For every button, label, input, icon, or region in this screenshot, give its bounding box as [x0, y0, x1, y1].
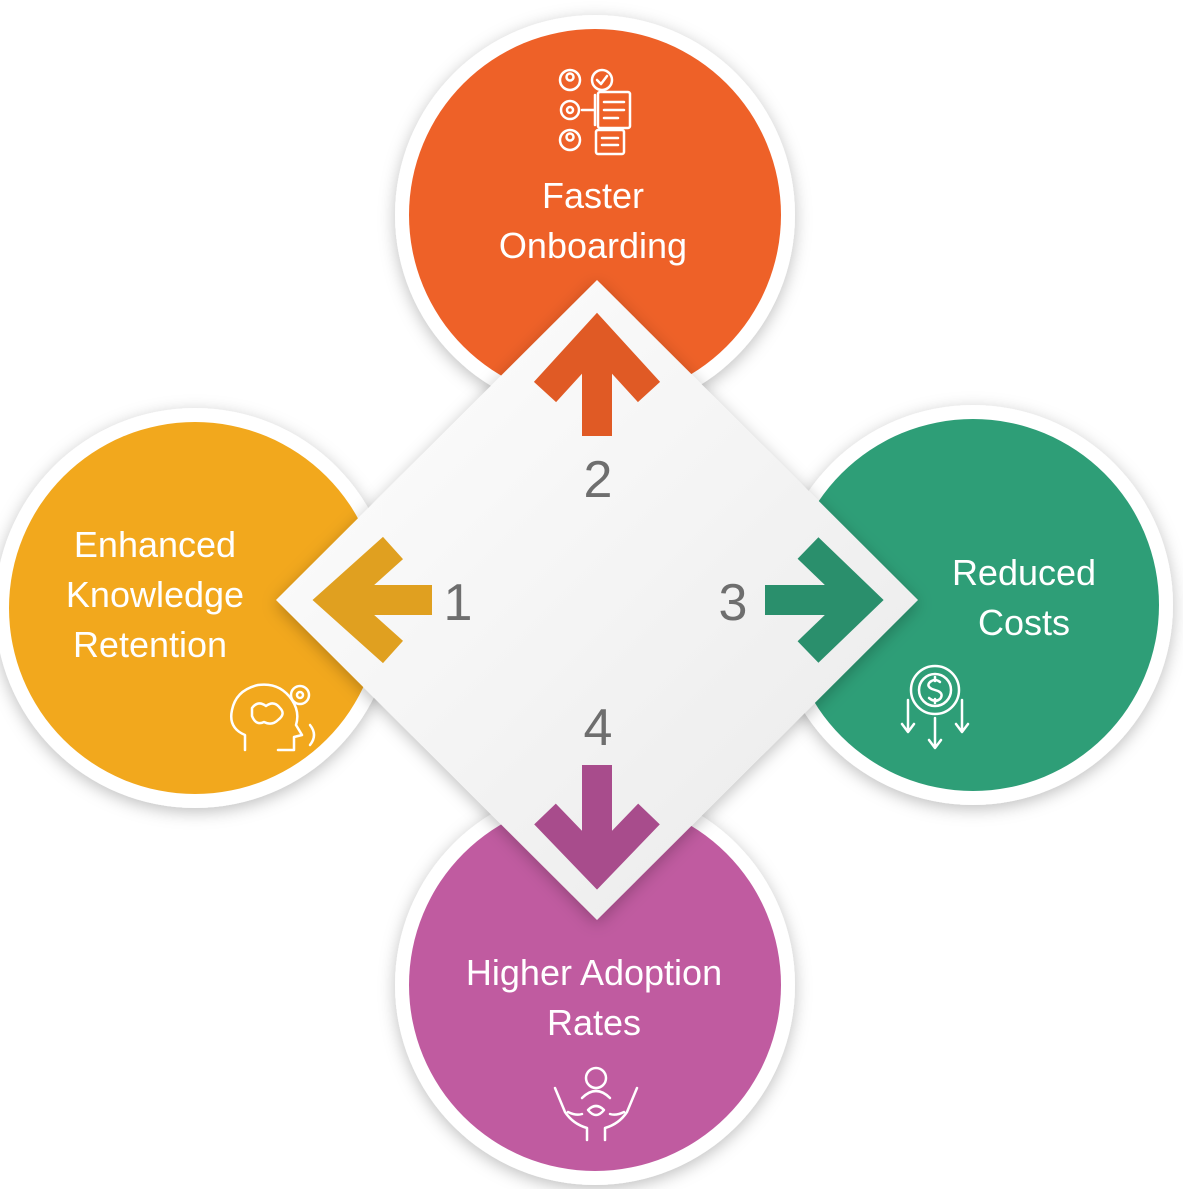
adoption-label-line-2: Rates — [547, 1002, 641, 1043]
retention-label-line-3: Retention — [73, 624, 227, 665]
retention-circle — [9, 422, 381, 794]
arrow-down-adoption — [534, 765, 660, 890]
diamond-shape — [276, 280, 918, 920]
hands-person-icon — [553, 1066, 639, 1142]
number-1: 1 — [444, 574, 473, 632]
retention-label-line-2: Knowledge — [66, 574, 244, 615]
onboarding-label-line-1: Faster — [542, 175, 644, 216]
costs-circle — [787, 419, 1159, 791]
number-4: 4 — [584, 699, 613, 757]
arrow-right-costs — [765, 537, 884, 663]
onboarding-circle — [409, 29, 781, 401]
node-costs: Reduced Costs — [773, 405, 1173, 805]
number-2: 2 — [584, 451, 613, 509]
costs-label-line-1: Reduced — [952, 552, 1096, 593]
dollar-down-arrows-icon — [900, 664, 970, 750]
costs-label-line-2: Costs — [978, 602, 1070, 643]
arrow-up-onboarding — [533, 312, 661, 436]
adoption-circle — [409, 799, 781, 1171]
number-3: 3 — [719, 574, 748, 632]
arrow-left-retention — [312, 536, 432, 664]
brain-gears-icon — [230, 683, 316, 752]
node-retention: Enhanced Knowledge Retention — [0, 408, 395, 808]
people-documents-icon — [558, 68, 632, 156]
adoption-label-line-1: Higher Adoption — [466, 952, 722, 993]
node-adoption: Higher Adoption Rates — [395, 785, 795, 1185]
center-diamond: 1 2 3 4 — [276, 280, 918, 920]
retention-label-line-1: Enhanced — [74, 524, 236, 565]
node-onboarding: Faster Onboarding — [395, 15, 795, 415]
onboarding-label-line-2: Onboarding — [499, 225, 687, 266]
